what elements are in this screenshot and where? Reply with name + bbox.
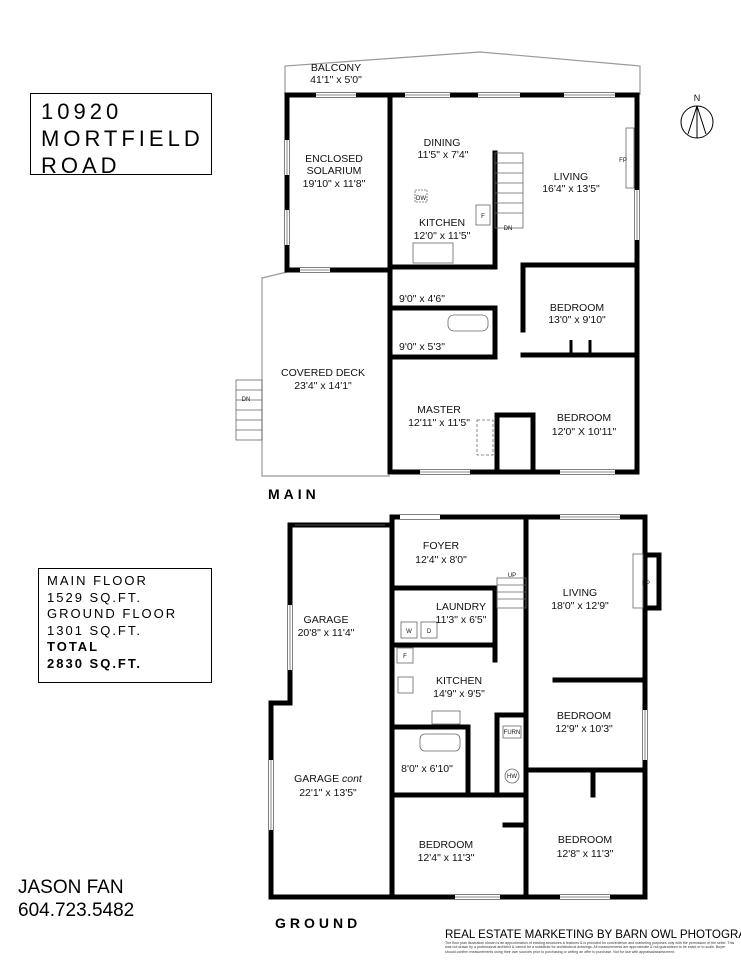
- foyer-name: FOYER: [423, 540, 460, 552]
- balcony-outline: [284, 51, 641, 95]
- living-size: 16'4" x 13'5": [542, 183, 600, 195]
- main-floor-title: MAIN: [268, 486, 320, 502]
- ground-kitchen-size: 14'9" x 9'5": [433, 688, 485, 700]
- footer-credit: REAL ESTATE MARKETING BY BARN OWL PHOTOG…: [445, 928, 741, 954]
- garage-cont-name-main: GARAGE: [294, 773, 339, 785]
- ground-bath-size: 8'0" x 6'10": [401, 763, 453, 775]
- balcony-name: BALCONY: [311, 62, 361, 74]
- north-compass-icon: N: [680, 93, 714, 139]
- ground-kitchen-name: KITCHEN: [436, 675, 482, 687]
- bath2-size: 9'0" x 5'3": [399, 341, 445, 353]
- agent-name: JASON FAN: [18, 877, 124, 898]
- kitchen-size: 12'0" x 11'5": [414, 230, 471, 242]
- dishwasher-label: DW: [416, 196, 426, 202]
- dining-name: DINING: [424, 137, 461, 149]
- garage-cont-name: GARAGE cont: [294, 773, 363, 785]
- agent-phone: 604.723.5482: [18, 900, 135, 921]
- living-name: LIVING: [554, 171, 588, 183]
- garage-name: GARAGE: [304, 614, 349, 626]
- main-floor-label: MAIN FLOOR: [47, 573, 148, 588]
- hot-water-label: HW: [507, 774, 517, 780]
- foyer-size: 12'4" x 8'0": [415, 554, 467, 566]
- square-footage-box: MAIN FLOOR 1529 SQ.FT. GROUND FLOOR 1301…: [38, 568, 212, 683]
- garage-cont-suffix: cont: [342, 773, 363, 785]
- bedroom1-name: BEDROOM: [550, 302, 604, 314]
- master-size: 12'11" x 11'5": [408, 417, 470, 429]
- ground-bedroom1-size: 12'9" x 10'3": [555, 723, 613, 735]
- stairs-down-label: DN: [504, 226, 513, 232]
- dining-size: 11'5" x 7'4": [418, 149, 469, 161]
- ground-floor-title: GROUND: [275, 915, 362, 931]
- ground-bedroom2-name: BEDROOM: [419, 839, 473, 851]
- bedroom2-size: 12'0" X 10'11": [552, 426, 617, 438]
- balcony-size: 41'1" x 5'0": [310, 74, 362, 86]
- laundry-size: 11'3" x 6'5": [436, 614, 487, 626]
- ground-bedroom1-name: BEDROOM: [557, 710, 611, 722]
- address-box: 10920 MORTFIELD ROAD: [30, 93, 212, 178]
- stairs-up-label: UP: [508, 573, 516, 579]
- bedroom2-name: BEDROOM: [557, 412, 611, 424]
- covered-deck-outline: [261, 271, 390, 477]
- laundry-name: LAUNDRY: [436, 601, 486, 613]
- ground-living-size: 18'0" x 12'9": [551, 600, 609, 612]
- dryer-label: D: [427, 629, 432, 635]
- garage-cont-size: 22'1" x 13'5": [299, 787, 357, 799]
- compass-label: N: [694, 93, 701, 103]
- solarium-name-2: SOLARIUM: [307, 165, 362, 177]
- ground-fireplace-label: FP: [642, 581, 650, 587]
- address-line-1: 10920: [41, 99, 123, 124]
- address-line-2: MORTFIELD: [41, 126, 204, 151]
- covered-deck-name: COVERED DECK: [281, 367, 365, 379]
- master-name: MASTER: [417, 404, 461, 416]
- bath1-size: 9'0" x 4'6": [399, 293, 445, 305]
- agent-contact: JASON FAN 604.723.5482: [18, 876, 134, 922]
- footer-title: REAL ESTATE MARKETING BY BARN OWL PHOTOG…: [445, 928, 741, 941]
- fridge-label: F: [481, 214, 485, 220]
- address-line-3: ROAD: [41, 153, 121, 178]
- ground-living-name: LIVING: [563, 587, 597, 599]
- total-value: 2830 SQ.FT.: [47, 655, 142, 671]
- ground-fridge-label: F: [403, 654, 407, 660]
- main-floor-plan: DN DN DW F FP BALCONY 41'1" x 5'0" DININ…: [235, 51, 641, 477]
- covered-deck-size: 23'4" x 14'1": [294, 380, 352, 392]
- ground-floor-label: GROUND FLOOR: [47, 606, 178, 621]
- main-floor-value: 1529 SQ.FT.: [47, 589, 142, 605]
- furnace-label: FURN: [504, 730, 521, 736]
- bedroom1-size: 13'0" x 9'10": [548, 314, 606, 326]
- ground-bedroom3-name: BEDROOM: [558, 834, 612, 846]
- deck-stairs-icon: [235, 379, 263, 441]
- garage-size: 20'8" x 11'4": [298, 627, 355, 639]
- ground-floor-plan: UP W D F FURN HW FP FOYER 12'4" x 8'0" L…: [268, 514, 662, 900]
- kitchen-name: KITCHEN: [419, 217, 465, 229]
- total-label: TOTAL: [47, 639, 100, 654]
- ground-bedroom2-size: 12'4" x 11'3": [418, 852, 475, 864]
- fireplace-label: FP: [619, 158, 627, 164]
- footer-disclaimer: The floor plan illustration shown is an …: [445, 941, 735, 954]
- washer-label: W: [406, 629, 412, 635]
- solarium-name-1: ENCLOSED: [305, 153, 363, 165]
- ground-bedroom3-size: 12'8" x 11'3": [557, 848, 614, 860]
- solarium-size: 19'10" x 11'8": [303, 178, 366, 190]
- ground-floor-value: 1301 SQ.FT.: [47, 622, 142, 638]
